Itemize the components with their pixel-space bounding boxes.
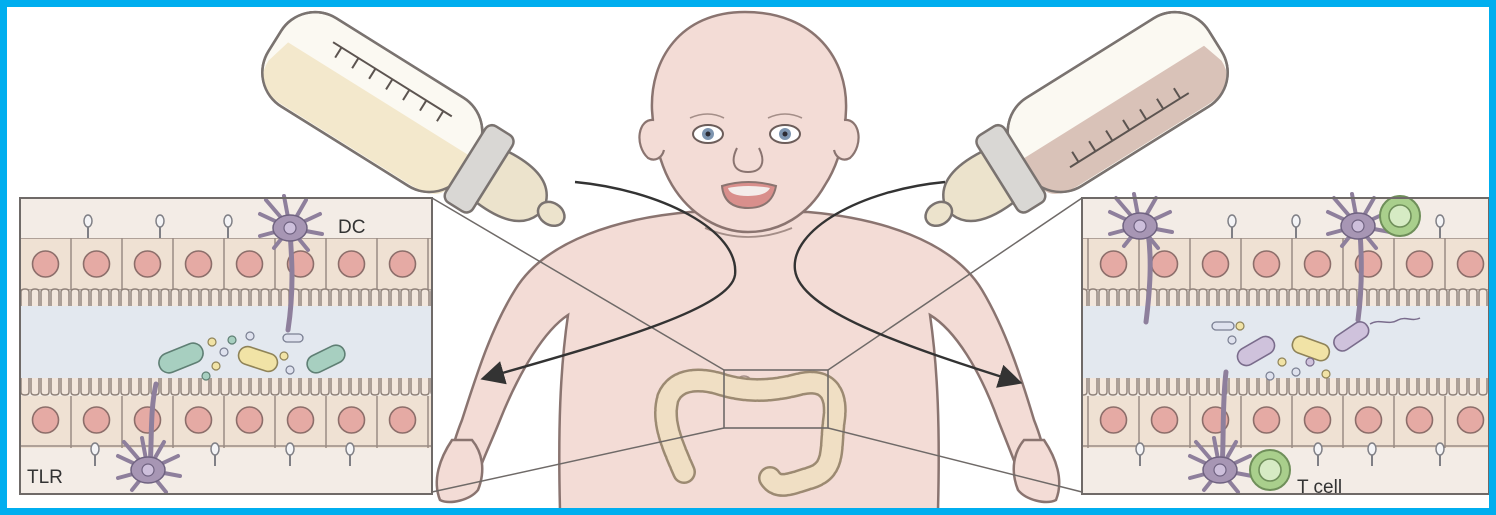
dc-label: DC [338, 217, 365, 238]
figure-canvas: DC TLR [7, 7, 1489, 508]
right-intestine-inset: T cell [1082, 194, 1489, 498]
baby-body [450, 212, 1046, 508]
t-cell-label: T cell [1297, 477, 1342, 498]
baby-right-hand [1014, 440, 1059, 502]
baby-left-hand [437, 440, 482, 502]
tlr-label: TLR [27, 467, 63, 488]
lumen [20, 306, 432, 378]
left-intestine-inset: DC TLR [20, 196, 432, 494]
lumen [1082, 306, 1489, 378]
baby-illustration [437, 12, 1059, 508]
t-cell-icon [1380, 196, 1420, 236]
t-cell-icon [1250, 450, 1290, 490]
